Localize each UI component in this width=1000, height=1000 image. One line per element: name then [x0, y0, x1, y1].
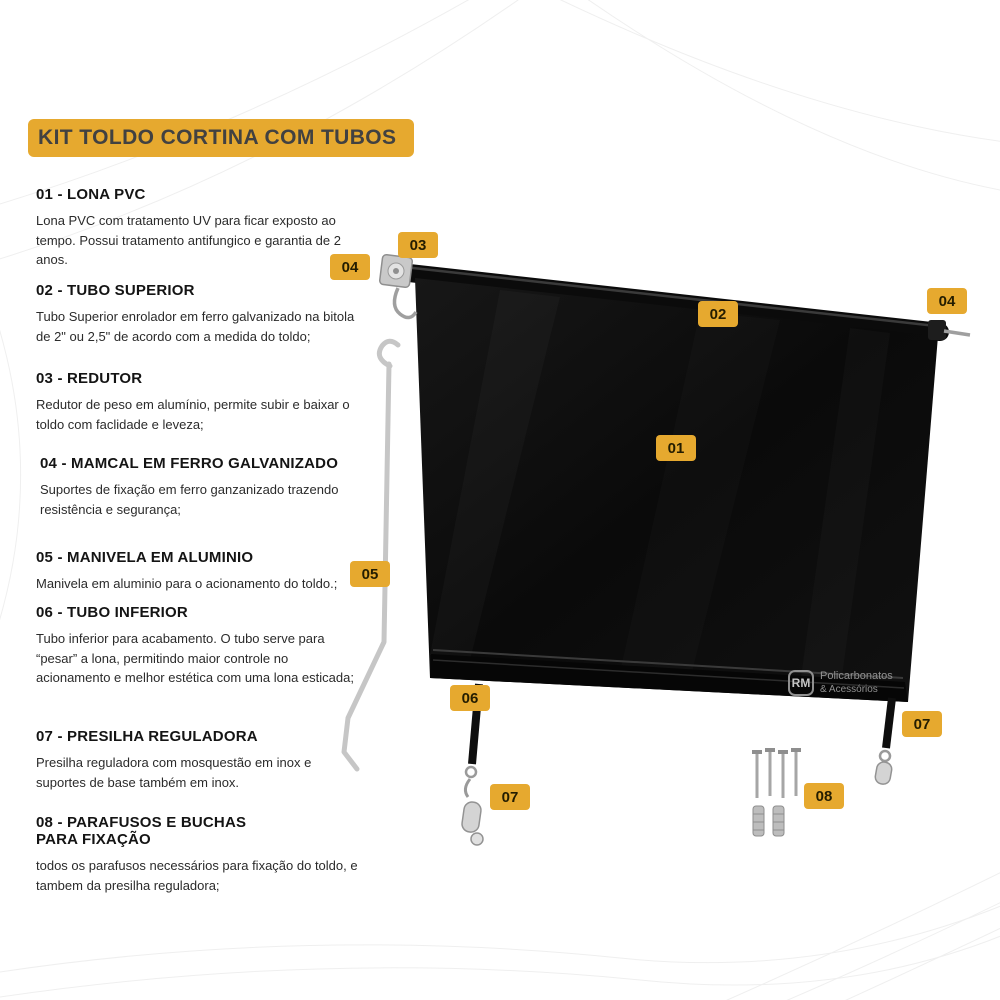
callout-badge-06: 06 — [450, 685, 490, 711]
callout-badge-05: 05 — [350, 561, 390, 587]
section-mamcal: 04 - MAMCAL EM FERRO GALVANIZADO Suporte… — [40, 455, 362, 519]
section-body: Manivela em aluminio para o acionamento … — [36, 576, 338, 591]
section-heading: 06 - TUBO INFERIOR — [36, 604, 188, 621]
section-presilha: 07 - PRESILHA REGULADORA Presilha regula… — [36, 728, 358, 792]
section-body: Lona PVC com tratamento UV para ficar ex… — [36, 213, 341, 267]
section-heading: 05 - MANIVELA EM ALUMINIO — [36, 549, 254, 566]
section-body: Redutor de peso em alumínio, permite sub… — [36, 397, 350, 432]
page-title: KIT TOLDO CORTINA COM TUBOS — [28, 119, 414, 157]
tubo-superior — [391, 263, 949, 341]
callout-badge-07-right: 07 — [902, 711, 942, 737]
callout-badge-07-bottom: 07 — [490, 784, 530, 810]
redutor-end-cap — [378, 253, 418, 320]
brand-watermark: RM Policarbonatos & Acessórios — [788, 670, 893, 696]
section-heading: 04 - MAMCAL EM FERRO GALVANIZADO — [40, 455, 339, 472]
parafusos-buchas — [752, 748, 801, 837]
section-heading: 08 - PARAFUSOS E BUCHAS PARA FIXAÇÃO — [36, 814, 247, 848]
section-body: Suportes de fixação em ferro ganzanizado… — [40, 482, 339, 517]
section-redutor: 03 - REDUTOR Redutor de peso em alumínio… — [36, 370, 358, 434]
callout-badge-03: 03 — [398, 232, 438, 258]
brand-line1: Policarbonatos — [820, 670, 893, 683]
callout-badge-08: 08 — [804, 783, 844, 809]
section-parafusos: 08 - PARAFUSOS E BUCHAS PARA FIXAÇÃO tod… — [36, 814, 358, 895]
callout-badge-04-right: 04 — [927, 288, 967, 314]
callout-badge-02: 02 — [698, 301, 738, 327]
brand-text: Policarbonatos & Acessórios — [820, 670, 893, 695]
section-heading: 07 - PRESILHA REGULADORA — [36, 728, 258, 745]
lona-pvc-tarp — [415, 278, 938, 702]
brand-line2: & Acessórios — [820, 683, 878, 695]
section-tubo-superior: 02 - TUBO SUPERIOR Tubo Superior enrolad… — [36, 282, 358, 346]
section-heading: 01 - LONA PVC — [36, 186, 146, 203]
callout-badge-01: 01 — [656, 435, 696, 461]
presilha-right — [874, 697, 896, 785]
mamcal-right-bracket — [928, 320, 971, 340]
section-lona-pvc: 01 - LONA PVC Lona PVC com tratamento UV… — [36, 186, 358, 270]
section-manivela: 05 - MANIVELA EM ALUMINIO Manivela em al… — [36, 549, 358, 594]
section-heading: 03 - REDUTOR — [36, 370, 143, 387]
brand-logo: RM — [788, 670, 814, 696]
section-body: Tubo inferior para acabamento. O tubo se… — [36, 631, 354, 685]
manivela-crank — [341, 338, 401, 772]
section-body: Tubo Superior enrolador em ferro galvani… — [36, 309, 355, 344]
section-tubo-inferior: 06 - TUBO INFERIOR Tubo inferior para ac… — [36, 604, 358, 688]
section-body: Presilha reguladora com mosquestão em in… — [36, 755, 312, 790]
section-body: todos os parafusos necessários para fixa… — [36, 858, 358, 893]
section-heading: 02 - TUBO SUPERIOR — [36, 282, 195, 299]
callout-badge-04-left: 04 — [330, 254, 370, 280]
